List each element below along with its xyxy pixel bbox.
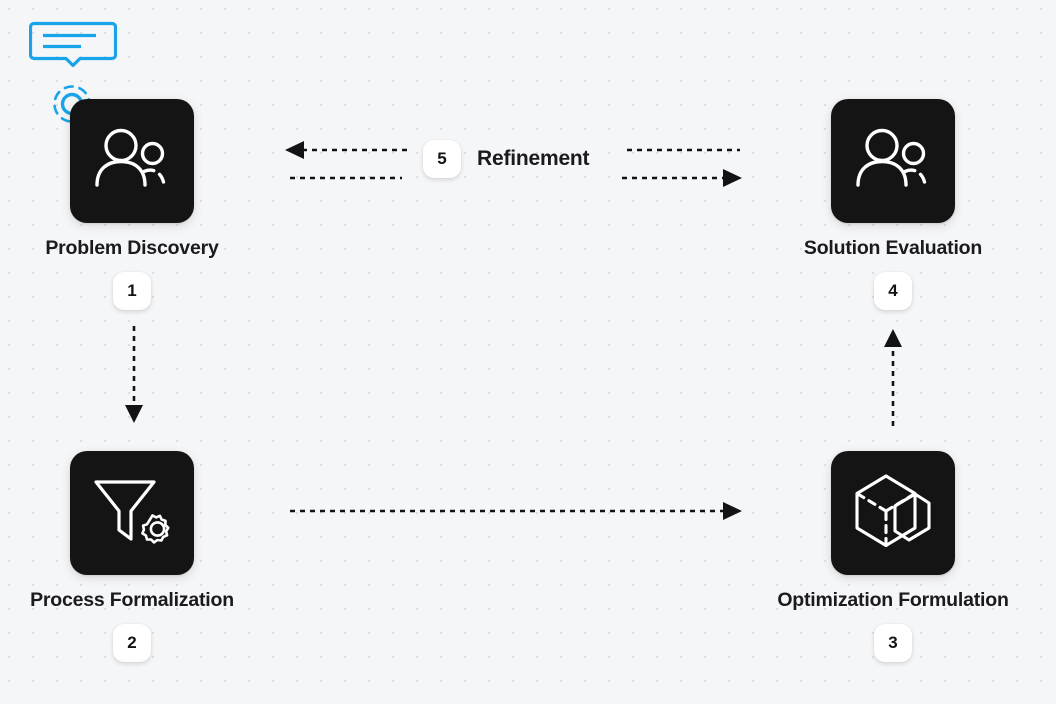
node-solution-evaluation[interactable]: Solution Evaluation 4 [798, 99, 988, 310]
connector-optimization-to-evaluation [863, 326, 923, 426]
funnel-gear-icon [91, 473, 173, 553]
refinement-label-group: 5 Refinement [423, 140, 590, 178]
node-card-optimization-formulation[interactable] [831, 451, 955, 575]
refinement-badge: 5 [423, 140, 461, 178]
node-badge-solution-evaluation: 4 [874, 272, 912, 310]
node-badge-process-formalization: 2 [113, 624, 151, 662]
node-optimization-formulation[interactable]: Optimization Formulation 3 [777, 451, 1009, 662]
connector-formalization-to-optimization [290, 496, 745, 526]
connector-refinement-rightward [290, 168, 745, 188]
node-problem-discovery[interactable]: Problem Discovery 1 [37, 99, 227, 310]
node-card-solution-evaluation[interactable] [831, 99, 955, 223]
connector-refinement-leftward [282, 140, 757, 160]
connector-discovery-to-formalization [104, 326, 164, 426]
people-icon [850, 125, 936, 197]
node-badge-problem-discovery: 1 [113, 272, 151, 310]
speech-bubble-icon [29, 19, 117, 69]
node-card-problem-discovery[interactable] [70, 99, 194, 223]
node-label-optimization-formulation: Optimization Formulation [777, 589, 1009, 611]
node-label-problem-discovery: Problem Discovery [45, 237, 219, 259]
cube-icon [851, 473, 935, 553]
node-process-formalization[interactable]: Process Formalization 2 [30, 451, 234, 662]
node-card-process-formalization[interactable] [70, 451, 194, 575]
node-label-solution-evaluation: Solution Evaluation [803, 237, 983, 259]
node-badge-optimization-formulation: 3 [874, 624, 912, 662]
refinement-label: Refinement [477, 147, 590, 170]
node-label-process-formalization: Process Formalization [30, 589, 234, 611]
people-icon [89, 125, 175, 197]
